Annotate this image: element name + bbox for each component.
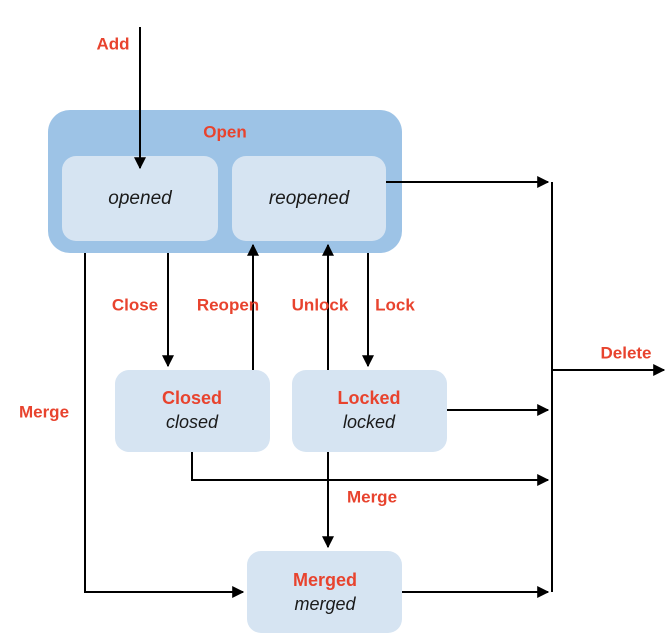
transition-label-merge-left: Merge bbox=[19, 402, 69, 421]
state-label-merged: merged bbox=[294, 594, 356, 614]
state-title-merged: Merged bbox=[293, 570, 357, 590]
state-label-reopened: reopened bbox=[269, 188, 351, 209]
open-group-title: Open bbox=[203, 122, 246, 141]
transition-label-merge-middle: Merge bbox=[347, 487, 397, 506]
edge-merge-left bbox=[84, 253, 245, 598]
state-label-closed: closed bbox=[166, 412, 219, 432]
state-box-locked bbox=[292, 370, 447, 452]
transition-label-lock: Lock bbox=[375, 295, 415, 314]
transition-label-add: Add bbox=[96, 34, 129, 53]
state-box-opened bbox=[62, 156, 218, 241]
state-title-closed: Closed bbox=[162, 388, 222, 408]
state-box-reopened bbox=[232, 156, 386, 241]
transition-label-reopen: Reopen bbox=[197, 295, 259, 314]
state-label-locked: locked bbox=[343, 412, 396, 432]
transition-label-close: Close bbox=[112, 295, 158, 314]
state-box-closed bbox=[115, 370, 270, 452]
edge-closed-to-bus bbox=[191, 452, 550, 486]
state-label-opened: opened bbox=[108, 188, 173, 209]
transition-label-delete: Delete bbox=[600, 343, 651, 362]
state-title-locked: Locked bbox=[337, 388, 400, 408]
state-box-merged bbox=[247, 551, 402, 633]
transition-label-unlock: Unlock bbox=[292, 295, 349, 314]
